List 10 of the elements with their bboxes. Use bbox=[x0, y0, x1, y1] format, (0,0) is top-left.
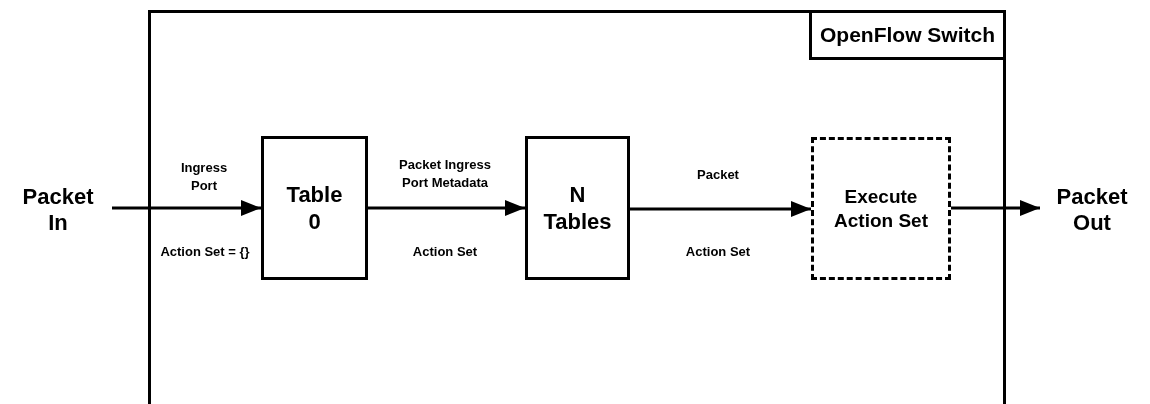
table-box: N Tables bbox=[525, 136, 630, 280]
arrow bbox=[368, 200, 525, 216]
endpoint-text: Packet In bbox=[8, 178, 108, 242]
arrow bbox=[630, 201, 811, 217]
dashed-process-box: Execute Action Set bbox=[811, 137, 951, 280]
arrow bbox=[112, 200, 261, 216]
table-box: Table 0 bbox=[261, 136, 368, 280]
frame-title: OpenFlow Switch bbox=[809, 10, 1006, 60]
arrow bbox=[951, 200, 1040, 216]
endpoint-text: Packet Out bbox=[1044, 178, 1140, 242]
